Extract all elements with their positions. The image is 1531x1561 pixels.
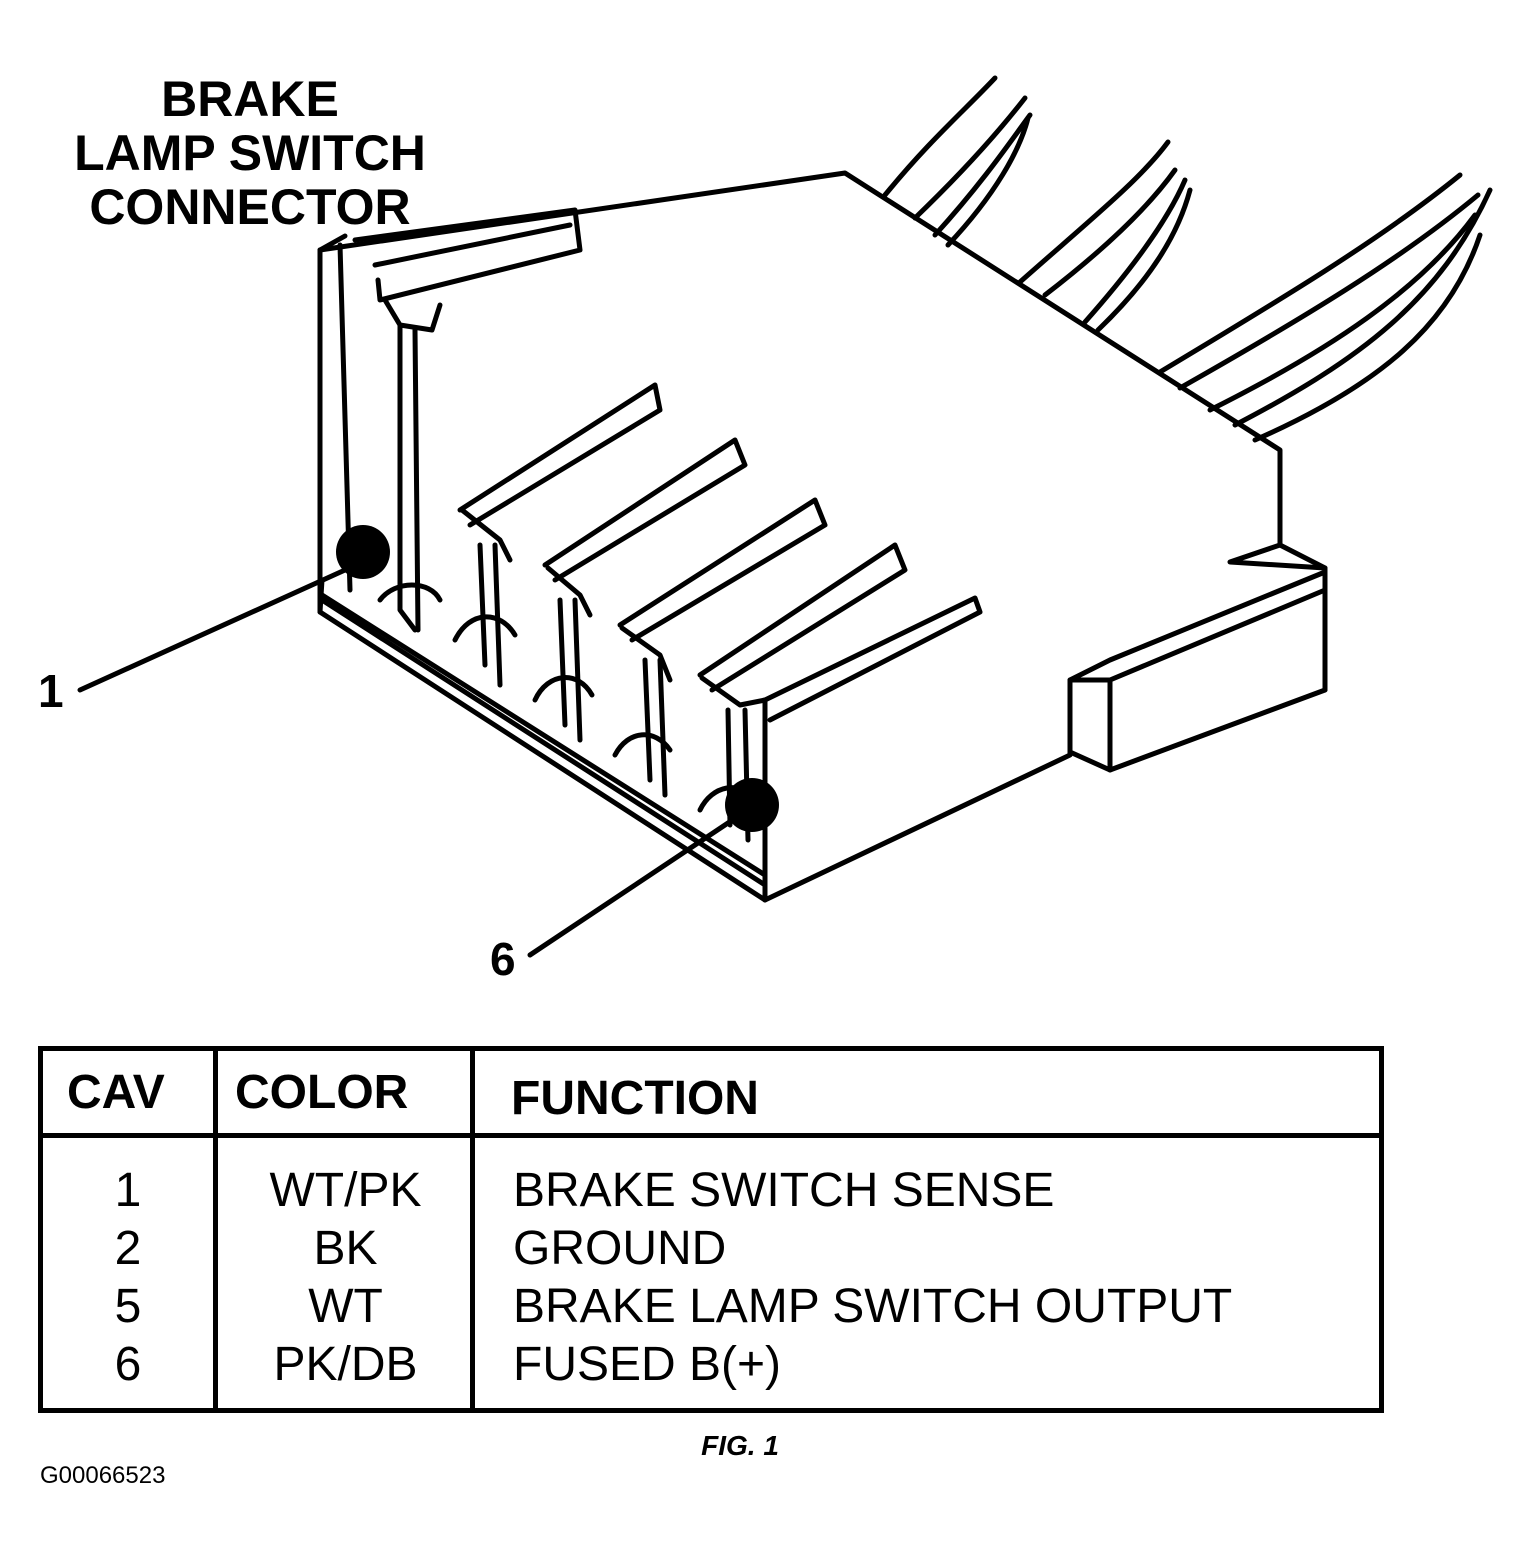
cell-color: PK/DB <box>273 1338 418 1391</box>
cell-function: FUSED B(+) <box>513 1338 782 1391</box>
cell-function: BRAKE SWITCH SENSE <box>513 1164 1055 1217</box>
image-code: G00066523 <box>40 1462 166 1489</box>
cell-function: BRAKE LAMP SWITCH OUTPUT <box>513 1280 1233 1333</box>
table-row: 2 BK GROUND <box>43 1221 1379 1279</box>
header-divider <box>43 1133 1379 1138</box>
table-row: 6 PK/DB FUSED B(+) <box>43 1337 1379 1395</box>
title-line-3: CONNECTOR <box>89 179 411 235</box>
wire-bundle <box>882 75 1493 443</box>
connector-body <box>317 170 1328 903</box>
pinout-table: CAV COLOR FUNCTION 1 WT/PK BRAKE SWITCH … <box>38 1046 1384 1413</box>
title-line-1: BRAKE <box>161 71 339 127</box>
column-divider <box>213 1051 218 1408</box>
header-color: COLOR <box>235 1066 409 1119</box>
pin-1-marker <box>336 525 390 579</box>
pin-6-marker <box>725 778 779 832</box>
cell-cav: 5 <box>114 1280 142 1333</box>
cell-function: GROUND <box>513 1222 727 1275</box>
header-cav: CAV <box>67 1066 165 1119</box>
title-line-2: LAMP SWITCH <box>74 125 426 181</box>
leader-line-pin-6 <box>527 812 743 958</box>
terminal-slots <box>352 207 983 843</box>
figure-label: FIG. 1 <box>701 1430 779 1461</box>
column-divider <box>470 1051 475 1408</box>
table-row: 1 WT/PK BRAKE SWITCH SENSE <box>43 1163 1379 1221</box>
connector-drawing <box>77 75 1493 958</box>
leader-line-pin-1 <box>77 567 348 693</box>
callout-pin-1: 1 <box>38 665 64 717</box>
cell-color: WT/PK <box>269 1164 422 1217</box>
table-row: 5 WT BRAKE LAMP SWITCH OUTPUT <box>43 1279 1379 1337</box>
callout-pin-6: 6 <box>490 933 516 985</box>
table-body: 1 WT/PK BRAKE SWITCH SENSE 2 BK GROUND 5… <box>43 1163 1379 1395</box>
cell-color: BK <box>313 1222 378 1275</box>
cell-cav: 2 <box>114 1222 142 1275</box>
header-function: FUNCTION <box>511 1072 759 1125</box>
cell-cav: 1 <box>114 1164 142 1217</box>
cell-cav: 6 <box>114 1338 142 1391</box>
cell-color: WT <box>308 1280 383 1333</box>
diagram-title: BRAKE LAMP SWITCH CONNECTOR <box>40 72 460 234</box>
